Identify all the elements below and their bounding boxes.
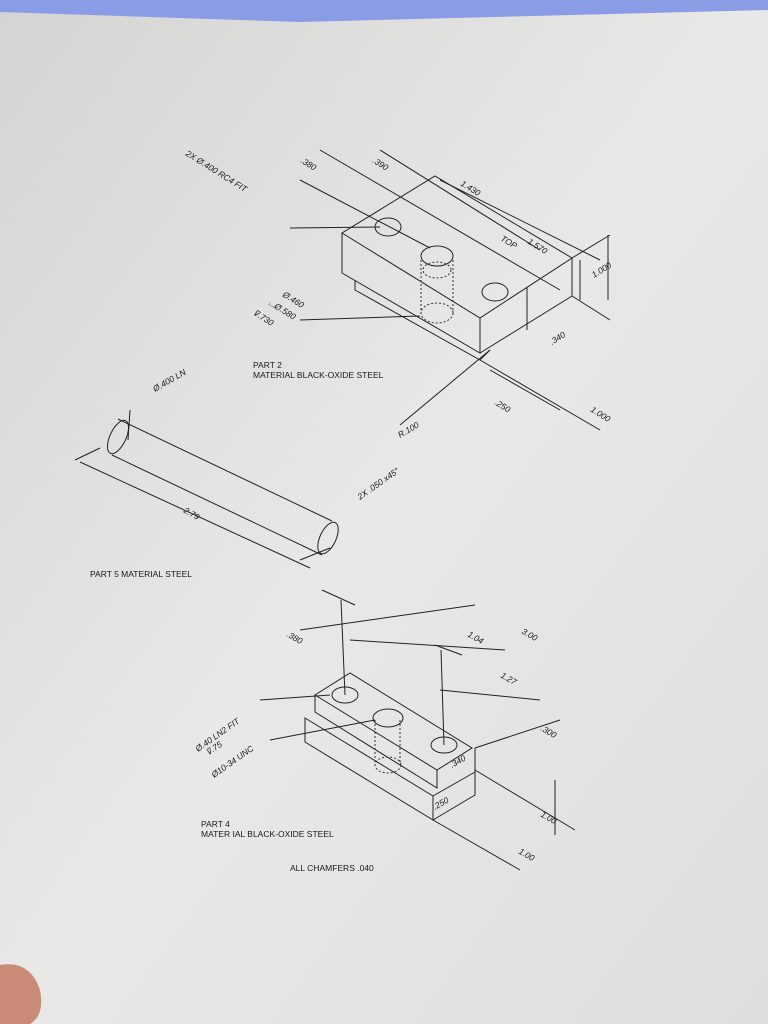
part5-geometry	[74, 409, 339, 569]
part4-material: MATER IAL BLACK-OXIDE STEEL	[201, 829, 334, 839]
part4-chamfer-note: ALL CHAMFERS .040	[290, 863, 374, 873]
part4-title: PART 4	[201, 819, 230, 829]
finger	[0, 964, 42, 1024]
part2-material: MATERIAL BLACK-OXIDE STEEL	[253, 370, 384, 380]
part2-title: PART 2	[253, 360, 282, 370]
background-strip	[0, 0, 768, 22]
part5-title: PART 5 MATERIAL STEEL	[90, 569, 192, 579]
part4-geometry	[259, 589, 576, 871]
part2-geometry	[289, 149, 611, 431]
